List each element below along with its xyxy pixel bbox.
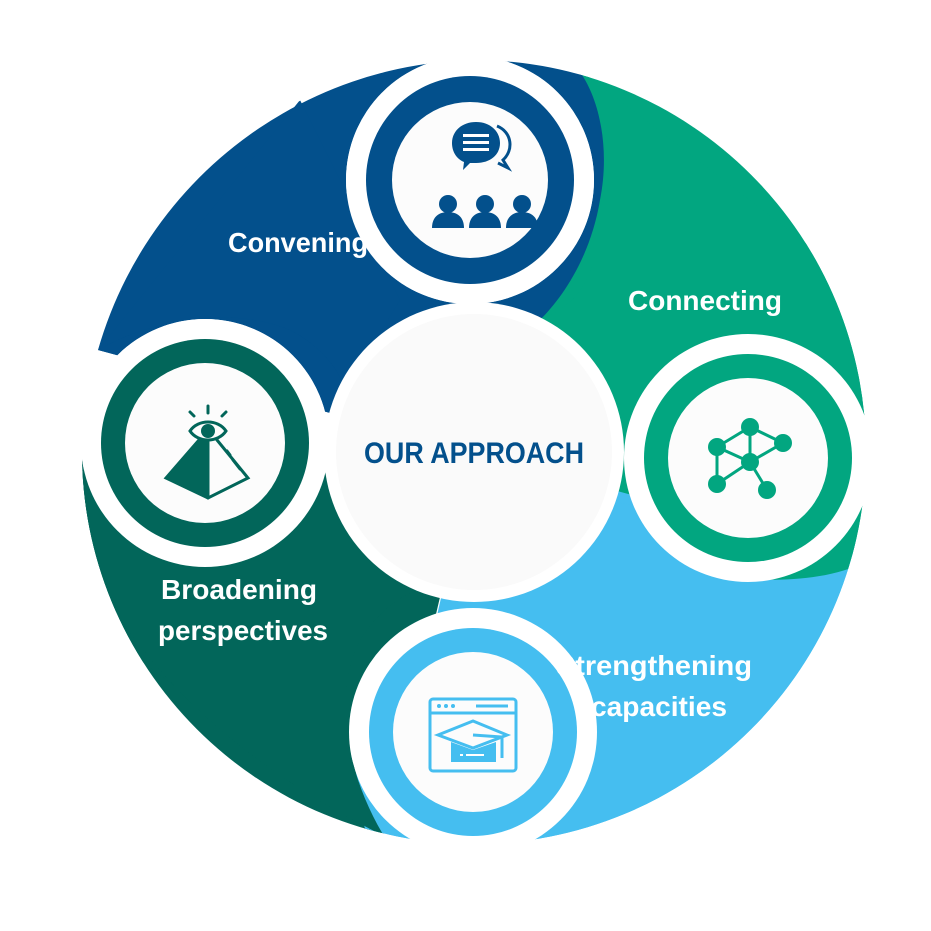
network-node <box>758 481 776 499</box>
label-connecting: Connecting <box>628 285 782 316</box>
eye-pupil <box>201 424 215 438</box>
network-node <box>708 475 726 493</box>
label-broadening-line2: perspectives <box>158 615 328 646</box>
bubble-line-1 <box>463 134 489 137</box>
label-strengthening-line1: Strengthening <box>556 650 752 681</box>
eye-outline <box>188 420 228 442</box>
center-title: OUR APPROACH <box>364 437 584 470</box>
label-convening: Convening <box>228 227 368 258</box>
center-circle <box>336 314 612 590</box>
person-icon-2 <box>469 195 501 228</box>
bubble-line-2 <box>463 141 489 144</box>
network-node <box>774 434 792 452</box>
strengthening-icon-circle <box>393 652 553 812</box>
person-icon-3 <box>506 195 538 228</box>
online-education-icon <box>428 697 518 773</box>
convening-tail <box>98 100 400 390</box>
eye-pyramid-icon <box>163 404 251 500</box>
broadening-tail <box>82 470 420 836</box>
graduation-cap-icon <box>433 719 512 762</box>
speech-bubbles-icon <box>452 122 513 172</box>
label-broadening-line1: Broadening <box>161 574 317 605</box>
discussion-group-icon <box>432 122 538 228</box>
label-strengthening-line2: capacities <box>591 691 727 722</box>
network-node <box>741 453 759 471</box>
network-node <box>741 418 759 436</box>
browser-window-icon <box>428 697 518 773</box>
network-node <box>708 438 726 456</box>
person-icon-1 <box>432 195 464 228</box>
bubble-line-3 <box>463 148 489 151</box>
network-nodes-icon <box>708 418 792 499</box>
